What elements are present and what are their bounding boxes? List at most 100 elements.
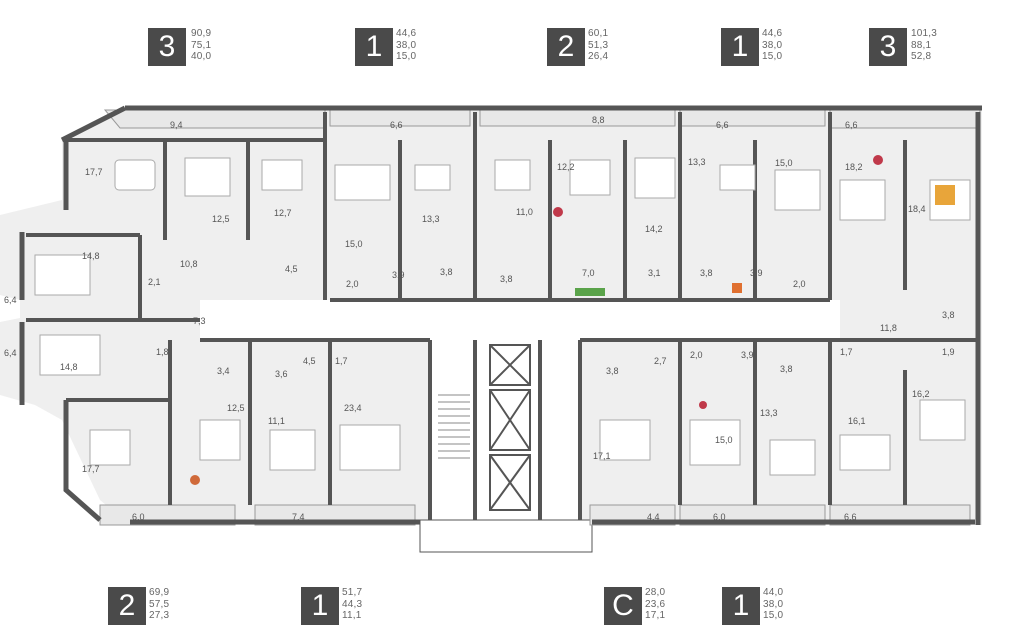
living-area: 75,1: [191, 39, 212, 51]
room-area: 17,7: [85, 167, 103, 177]
room-area: 2,0: [346, 279, 359, 289]
room-area: 3,8: [942, 310, 955, 320]
room-area-labels: 17,7 9,4 12,5 12,7 6,6 15,0 13,3 8,8 11,…: [4, 115, 955, 522]
living-area: 38,0: [396, 39, 417, 51]
room-area: 6,0: [132, 512, 145, 522]
room-area: 6,4: [4, 295, 17, 305]
total-area: 44,6: [396, 28, 417, 39]
room-area: 16,2: [912, 389, 930, 399]
kitchen-area: 40,0: [191, 51, 212, 62]
apartment-type-badge[interactable]: 3: [148, 28, 186, 66]
room-area: 23,4: [344, 403, 362, 413]
room-area: 4,5: [285, 264, 298, 274]
apartment-area-figures: 44,6 38,0 15,0: [762, 28, 782, 63]
room-area: 6,6: [390, 120, 403, 130]
room-area: 11,1: [268, 416, 285, 426]
room-area: 14,8: [82, 251, 100, 261]
room-area: 3,4: [217, 366, 230, 376]
room-area: 2,7: [654, 356, 667, 366]
room-area: 11,0: [516, 207, 533, 217]
room-area: 13,3: [422, 214, 440, 224]
apartment-type-badge[interactable]: 2: [547, 28, 585, 66]
total-area: 44,6: [762, 28, 783, 39]
room-area: 2,1: [148, 277, 161, 287]
apartment-type-badge[interactable]: 3: [869, 28, 907, 66]
total-area: 51,7: [342, 587, 363, 598]
apartment-type-badge[interactable]: 1: [301, 587, 339, 625]
room-area: 10,8: [180, 259, 198, 269]
room-area: 1,8: [156, 347, 169, 357]
room-area: 3,1: [648, 268, 661, 278]
red-pouf-icon: [553, 207, 563, 217]
total-area: 90,9: [191, 28, 212, 39]
room-area: 12,5: [227, 403, 245, 413]
orange-pouf-icon: [190, 475, 200, 485]
room-area: 3,6: [275, 369, 288, 379]
apartment-area-figures: 44,6 38,0 15,0: [396, 28, 416, 63]
orange-rug-icon: [935, 185, 955, 205]
room-area: 6,6: [845, 120, 858, 130]
staircase: [438, 394, 470, 459]
kitchen-area: 15,0: [763, 610, 784, 621]
room-area: 3,8: [500, 274, 513, 284]
apartment-area-figures: 101,3 88,1 52,8: [911, 28, 937, 63]
room-area: 12,2: [557, 162, 575, 172]
apartment-type-badge[interactable]: 1: [721, 28, 759, 66]
room-area: 7,4: [292, 512, 305, 522]
room-area: 3,9: [741, 350, 754, 360]
room-area: 15,0: [775, 158, 793, 168]
apartment-type-badge[interactable]: 1: [355, 28, 393, 66]
total-area: 28,0: [645, 587, 666, 598]
room-area: 3,9: [750, 268, 763, 278]
kitchen-area: 17,1: [645, 610, 666, 621]
room-area: 18,2: [845, 162, 863, 172]
room-area: 6,0: [713, 512, 726, 522]
room-area: 8,8: [592, 115, 605, 125]
living-area: 38,0: [763, 598, 784, 610]
apartment-type-badge[interactable]: 2: [108, 587, 146, 625]
room-area: 18,4: [908, 204, 926, 214]
apartment-type-badge[interactable]: C: [604, 587, 642, 625]
room-area: 2,0: [793, 279, 806, 289]
room-area: 3,9: [392, 270, 405, 280]
apartment-type-badge[interactable]: 1: [722, 587, 760, 625]
living-area: 57,5: [149, 598, 170, 610]
room-area: 11,8: [880, 323, 897, 333]
room-area: 15,0: [345, 239, 363, 249]
total-area: 60,1: [588, 28, 609, 39]
total-area: 69,9: [149, 587, 170, 598]
room-area: 15,0: [715, 435, 733, 445]
total-area: 101,3: [911, 28, 938, 39]
living-area: 38,0: [762, 39, 783, 51]
kitchen-area: 26,4: [588, 51, 609, 62]
room-area: 4,5: [303, 356, 316, 366]
living-area: 88,1: [911, 39, 932, 51]
apartment-area-figures: 90,9 75,1 40,0: [191, 28, 211, 63]
room-area: 14,2: [645, 224, 663, 234]
room-area: 17,7: [82, 464, 100, 474]
kitchen-area: 27,3: [149, 610, 170, 621]
room-area: 3,8: [700, 268, 713, 278]
living-area: 23,6: [645, 598, 666, 610]
room-area: 9,4: [170, 120, 183, 130]
kitchen-area: 15,0: [396, 51, 417, 62]
room-area: 1,7: [335, 356, 348, 366]
kitchen-area: 11,1: [342, 610, 362, 621]
room-area: 7,3: [193, 316, 206, 326]
room-area: 17,1: [593, 451, 611, 461]
room-area: 3,8: [780, 364, 793, 374]
kitchen-area: 15,0: [762, 51, 783, 62]
room-area: 2,0: [690, 350, 703, 360]
room-area: 7,0: [582, 268, 595, 278]
living-area: 51,3: [588, 39, 609, 51]
apartment-area-figures: 44,0 38,0 15,0: [763, 587, 783, 622]
outer-walls: [19, 105, 982, 525]
room-area: 13,3: [688, 157, 706, 167]
orange-box-icon: [732, 283, 742, 293]
apartment-area-figures: 28,0 23,6 17,1: [645, 587, 665, 622]
room-area: 4,4: [647, 512, 660, 522]
red-pouf-icon: [873, 155, 883, 165]
room-area: 3,8: [440, 267, 453, 277]
room-area: 12,5: [212, 214, 230, 224]
room-area: 6,4: [4, 348, 17, 358]
